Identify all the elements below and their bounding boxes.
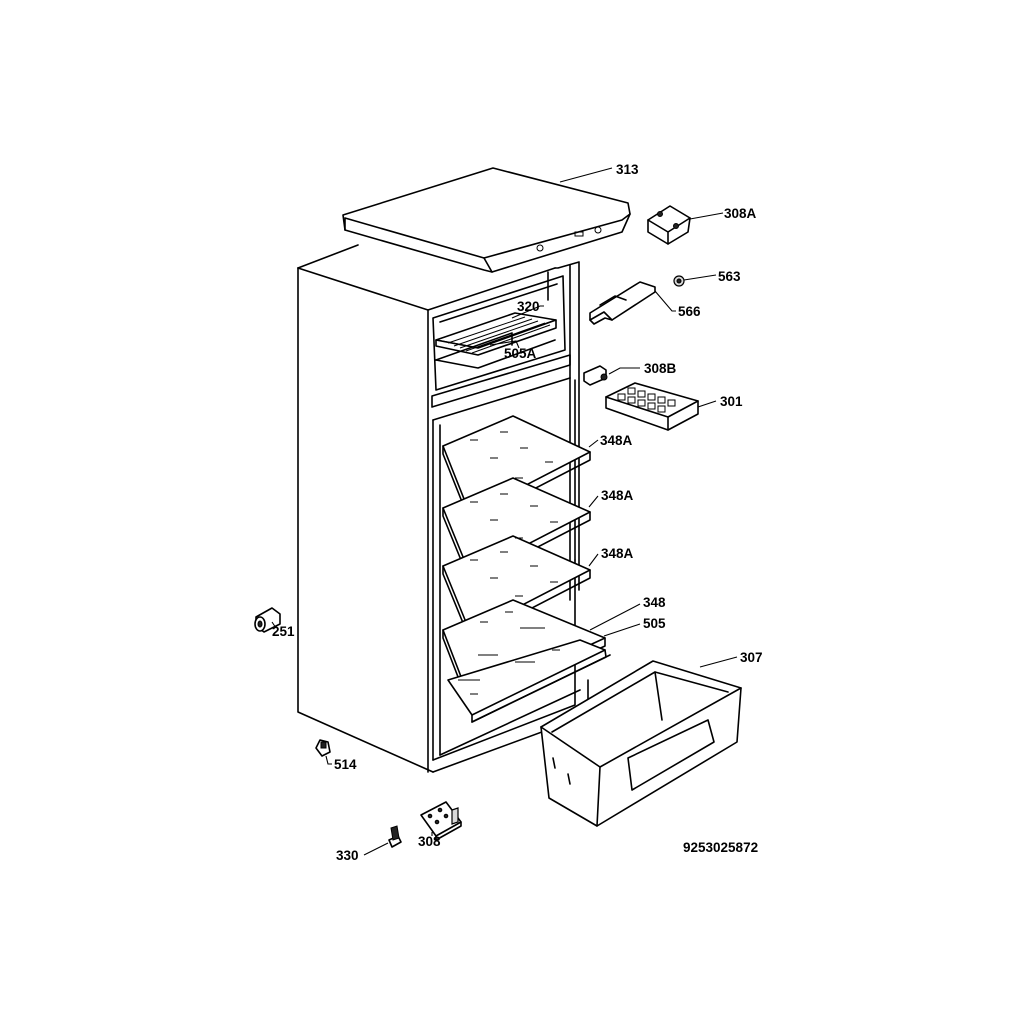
ice-tray-301[interactable] bbox=[605, 382, 699, 431]
label-330: 330 bbox=[336, 848, 359, 863]
cabinet-body bbox=[297, 244, 589, 773]
label-251: 251 bbox=[272, 624, 295, 639]
label-566: 566 bbox=[678, 304, 701, 319]
part-labels: 313 308A 563 566 320 505A 308B 301 348A … bbox=[272, 162, 763, 863]
label-505A: 505A bbox=[504, 346, 537, 361]
crisper-drawer-307[interactable] bbox=[540, 660, 742, 827]
hinge-308B[interactable] bbox=[583, 365, 608, 386]
label-301: 301 bbox=[720, 394, 743, 409]
leveling-foot-514[interactable] bbox=[315, 739, 331, 757]
foot-251[interactable] bbox=[254, 607, 281, 633]
freezer-grid-320[interactable] bbox=[435, 312, 557, 369]
label-348A-1: 348A bbox=[600, 433, 633, 448]
drawing-number: 9253025872 bbox=[683, 840, 758, 855]
label-348A-2: 348A bbox=[601, 488, 634, 503]
nut-563[interactable] bbox=[673, 275, 685, 287]
shelf-348A-3[interactable] bbox=[442, 535, 591, 641]
top-cover-313[interactable] bbox=[342, 167, 631, 273]
hinge-308[interactable] bbox=[420, 801, 462, 841]
label-307: 307 bbox=[740, 650, 763, 665]
label-563: 563 bbox=[718, 269, 741, 284]
hinge-308A[interactable] bbox=[647, 205, 691, 245]
label-505: 505 bbox=[643, 616, 666, 631]
holder-566[interactable] bbox=[589, 281, 656, 325]
label-308A: 308A bbox=[724, 206, 757, 221]
crisper-cover-505[interactable] bbox=[447, 627, 611, 723]
label-348A-3: 348A bbox=[601, 546, 634, 561]
label-308B: 308B bbox=[644, 361, 677, 376]
label-313: 313 bbox=[616, 162, 639, 177]
leader-lines bbox=[271, 167, 738, 856]
shelf-glass-texture bbox=[470, 431, 558, 623]
label-308: 308 bbox=[418, 834, 441, 849]
label-348: 348 bbox=[643, 595, 666, 610]
label-514: 514 bbox=[334, 757, 357, 772]
label-320: 320 bbox=[517, 299, 540, 314]
screw-330[interactable] bbox=[388, 825, 402, 848]
